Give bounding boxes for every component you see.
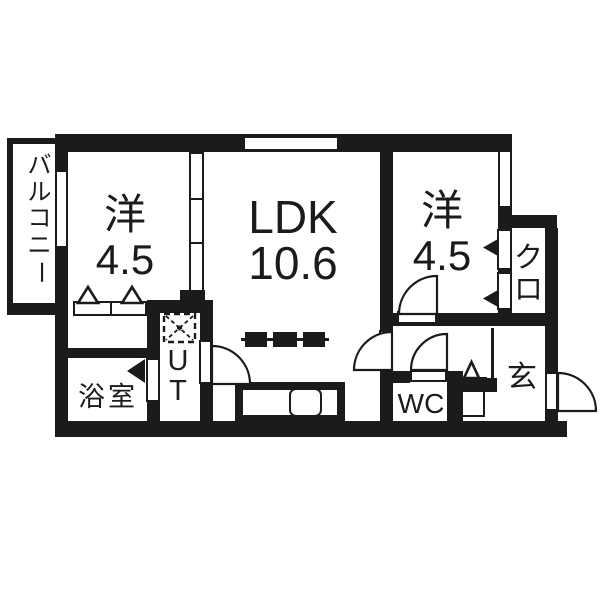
room-name: LDK	[248, 191, 338, 243]
room-label-wc: WC	[397, 388, 445, 419]
room-size: 4.5	[95, 236, 155, 283]
wall-bath-closet-divider	[55, 348, 160, 358]
window-bedroom-right	[498, 150, 512, 208]
room-label-closet: クロ	[514, 242, 544, 306]
kitchen-divider-dash	[303, 332, 325, 347]
door-swing-utility	[210, 344, 252, 386]
room-label-balcony: バルコニー	[26, 152, 54, 285]
sliding-partition-bedroom-ldk	[189, 152, 204, 292]
room-label-ldk: LDK 10.6	[241, 194, 345, 286]
folding-door-marker-bathroom	[127, 359, 145, 383]
wall-step-top-right	[498, 215, 557, 228]
wall-shoe-band	[463, 377, 487, 392]
room-label-bedroom-left: 洋 4.5	[83, 192, 167, 282]
kitchen-divider-dash	[245, 332, 267, 347]
window-balcony	[55, 170, 68, 248]
washing-machine-pan	[162, 312, 197, 344]
folding-door-marker-closet-upper	[483, 239, 498, 256]
balcony-rail-top	[7, 138, 57, 144]
kitchen-divider-dash	[273, 332, 297, 347]
room-name: 洋	[103, 191, 146, 238]
balcony-rail-bottom	[7, 303, 57, 315]
room-label-bedroom-right: 洋 4.5	[400, 188, 484, 278]
closet-marker-left	[75, 284, 101, 305]
door-swing-bedroom-right	[397, 274, 439, 316]
closet-marker-right	[119, 284, 145, 305]
room-label-entrance: 玄	[507, 361, 537, 394]
room-label-bathroom: 浴室	[78, 382, 138, 412]
bathroom-door-leaf	[146, 358, 160, 402]
balcony-rail-left	[7, 138, 13, 315]
kitchen-sink	[289, 388, 322, 417]
door-swing-ldk-hall	[352, 330, 394, 372]
closet-door-line	[73, 301, 147, 316]
wall-ut-top	[147, 300, 213, 313]
wall-step-block	[485, 378, 497, 392]
window-ldk-top	[243, 136, 339, 151]
entrance-step-line	[491, 328, 494, 380]
hall-storage-marker	[461, 358, 482, 380]
wall-bottom	[55, 421, 567, 437]
folding-door-marker-closet-lower	[483, 290, 498, 307]
room-size: 4.5	[412, 232, 472, 279]
shoe-cabinet	[461, 390, 485, 417]
wall-partition-cap	[189, 148, 204, 154]
room-size: 10.6	[248, 237, 338, 289]
wall-wc-right	[447, 371, 463, 421]
door-swing-wc	[409, 332, 449, 372]
door-swing-entrance	[556, 371, 598, 413]
room-name: 洋	[420, 187, 463, 234]
wall-wc-top-stub	[393, 371, 410, 383]
